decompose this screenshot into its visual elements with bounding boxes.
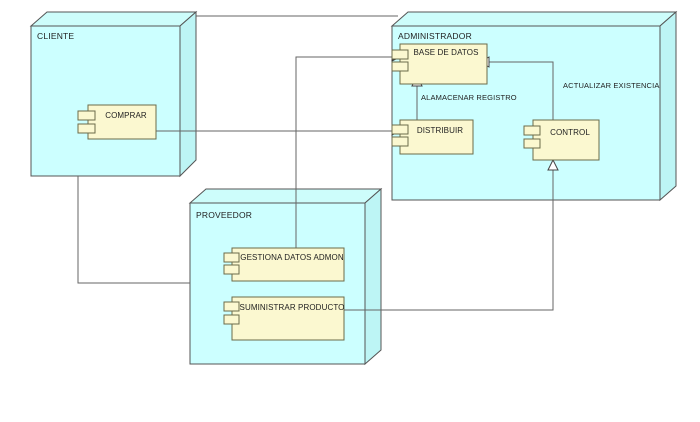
component-suministrar-producto-label: SUMINISTRAR PRODUCTO: [240, 303, 345, 312]
component-suministrar-producto-tab-bottom: [223, 314, 240, 325]
component-comprar-tab-top: [77, 110, 96, 121]
component-comprar-tab-bottom: [77, 123, 96, 134]
node-administrador-top-face: [390, 11, 678, 27]
component-suministrar-producto-tab-top: [223, 301, 240, 312]
connection-cliente-proveedor: [77, 176, 190, 284]
component-base-de-datos-tab-top: [391, 49, 409, 60]
node-administrador-label: ADMINISTRADOR: [398, 31, 472, 41]
node-cliente-top-face: [29, 11, 198, 27]
component-control-body: [532, 119, 600, 161]
component-comprar[interactable]: COMPRAR: [77, 104, 157, 140]
component-gestiona-datos-admon[interactable]: GESTIONA DATOS ADMON: [223, 247, 345, 282]
node-cliente-side-face: [179, 10, 197, 178]
edge-label-alamacenar-registro: ALAMACENAR REGISTRO: [421, 93, 517, 102]
component-base-de-datos[interactable]: BASE DE DATOS: [391, 43, 488, 85]
component-distribuir-label: DISTRIBUIR: [417, 126, 463, 135]
node-proveedor-label: PROVEEDOR: [196, 210, 252, 220]
component-gestiona-datos-admon-label: GESTIONA DATOS ADMON: [240, 253, 344, 262]
component-gestiona-datos-admon-tab-top: [223, 252, 240, 263]
node-proveedor-side-face: [364, 187, 382, 366]
component-distribuir[interactable]: DISTRIBUIR: [391, 119, 474, 155]
component-comprar-label: COMPRAR: [105, 111, 147, 120]
component-distribuir-body: [399, 119, 474, 155]
component-distribuir-tab-top: [391, 124, 409, 135]
component-control-tab-top: [523, 125, 541, 136]
node-cliente-label: CLIENTE: [37, 31, 74, 41]
node-administrador-side-face: [659, 10, 677, 202]
connection-gestiona-basededatos: [295, 56, 397, 252]
connection-suministrar-control: [342, 168, 554, 311]
node-cliente-front-face: [30, 25, 181, 177]
component-gestiona-datos-admon-tab-bottom: [223, 264, 240, 275]
component-control-label: CONTROL: [550, 128, 590, 137]
connection-control-basededatos: [487, 61, 554, 126]
node-administrador[interactable]: ADMINISTRADOR: [390, 10, 678, 202]
component-control-tab-bottom: [523, 138, 541, 149]
node-cliente[interactable]: CLIENTE: [29, 10, 198, 178]
component-control[interactable]: CONTROL: [523, 119, 600, 161]
component-base-de-datos-label: BASE DE DATOS: [413, 48, 478, 57]
component-comprar-body: [87, 104, 157, 140]
node-proveedor-top-face: [188, 188, 383, 204]
component-base-de-datos-tab-bottom: [391, 61, 409, 72]
arrowhead-generalization-control-bottom: [547, 158, 559, 171]
edge-label-actualizar-existencia: ACTUALIZAR EXISTENCIA: [563, 81, 660, 90]
component-suministrar-producto-body: [231, 296, 345, 341]
component-gestiona-datos-admon-body: [231, 247, 345, 282]
component-distribuir-tab-bottom: [391, 136, 409, 147]
component-suministrar-producto[interactable]: SUMINISTRAR PRODUCTO: [223, 296, 345, 341]
